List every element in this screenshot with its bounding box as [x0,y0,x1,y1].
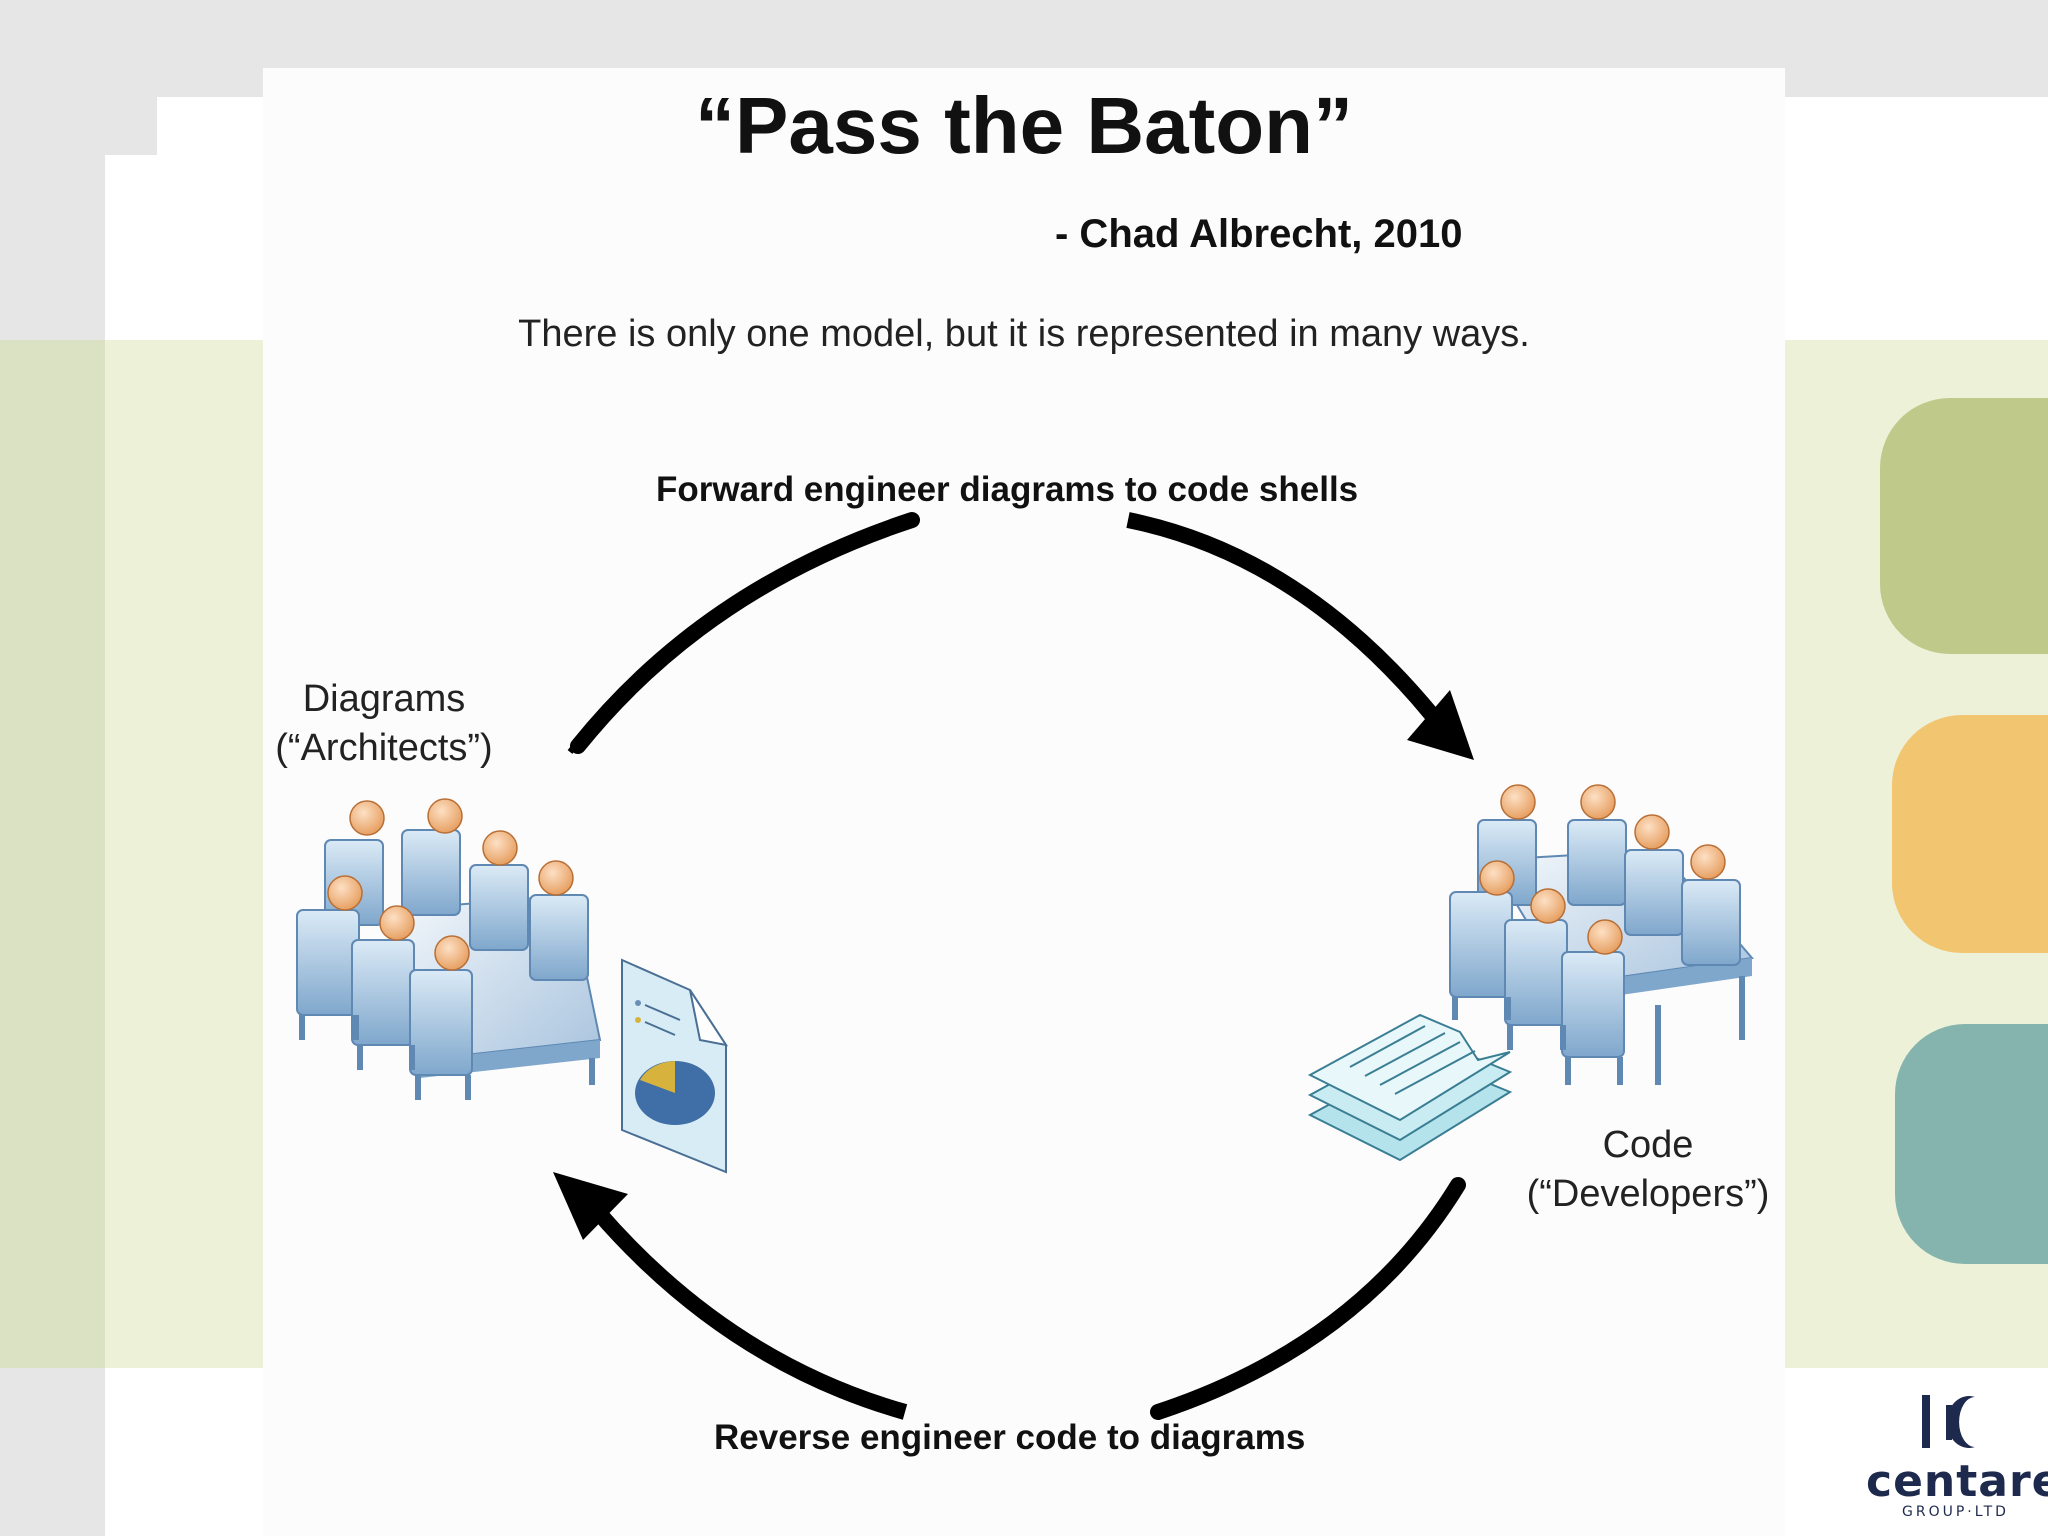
forward-engineer-label: Forward engineer diagrams to code shells [656,470,1359,509]
centare-logo-subtext: GROUP·LTD [1902,1504,2009,1520]
report-document-icon [621,958,729,1174]
background-band-left-dark [0,340,105,1368]
reverse-arrow-left [553,1172,908,1420]
architects-meeting-icon [296,798,602,1100]
forward-arrow-right [1126,512,1474,760]
code-documents-icon [1307,1013,1513,1162]
decor-pad-teal [1895,1024,2048,1264]
diagrams-label-line1: Diagrams [302,678,466,720]
diagrams-label-line2: (“Architects”) [275,727,493,769]
reverse-engineer-label: Reverse engineer code to diagrams [714,1418,1306,1457]
code-label-line1: Code [1602,1124,1694,1166]
code-node-label: Code (“Developers”) [1510,1121,1786,1219]
background-band-left [105,340,263,1368]
centare-logo-mark [1922,1395,1975,1448]
code-label-line2: (“Developers”) [1526,1173,1770,1215]
slide-title: “Pass the Baton” [695,81,1353,170]
reverse-arrowhead [553,1172,628,1240]
background-left-strip [0,1368,105,1536]
developers-meeting-icon [1449,784,1754,1085]
decor-pad-orange [1892,715,2048,953]
diagrams-node-label: Diagrams (“Architects”) [256,675,512,773]
decor-pad-green [1880,398,2048,654]
forward-arrowhead [1407,690,1474,760]
slide-subtitle: There is only one model, but it is repre… [518,313,1530,355]
centare-logo-word: centare [1866,1456,2048,1507]
attribution: - Chad Albrecht, 2010 [1055,212,1463,256]
reverse-arrow-right [1150,1177,1466,1420]
forward-arrow-left [567,512,920,754]
